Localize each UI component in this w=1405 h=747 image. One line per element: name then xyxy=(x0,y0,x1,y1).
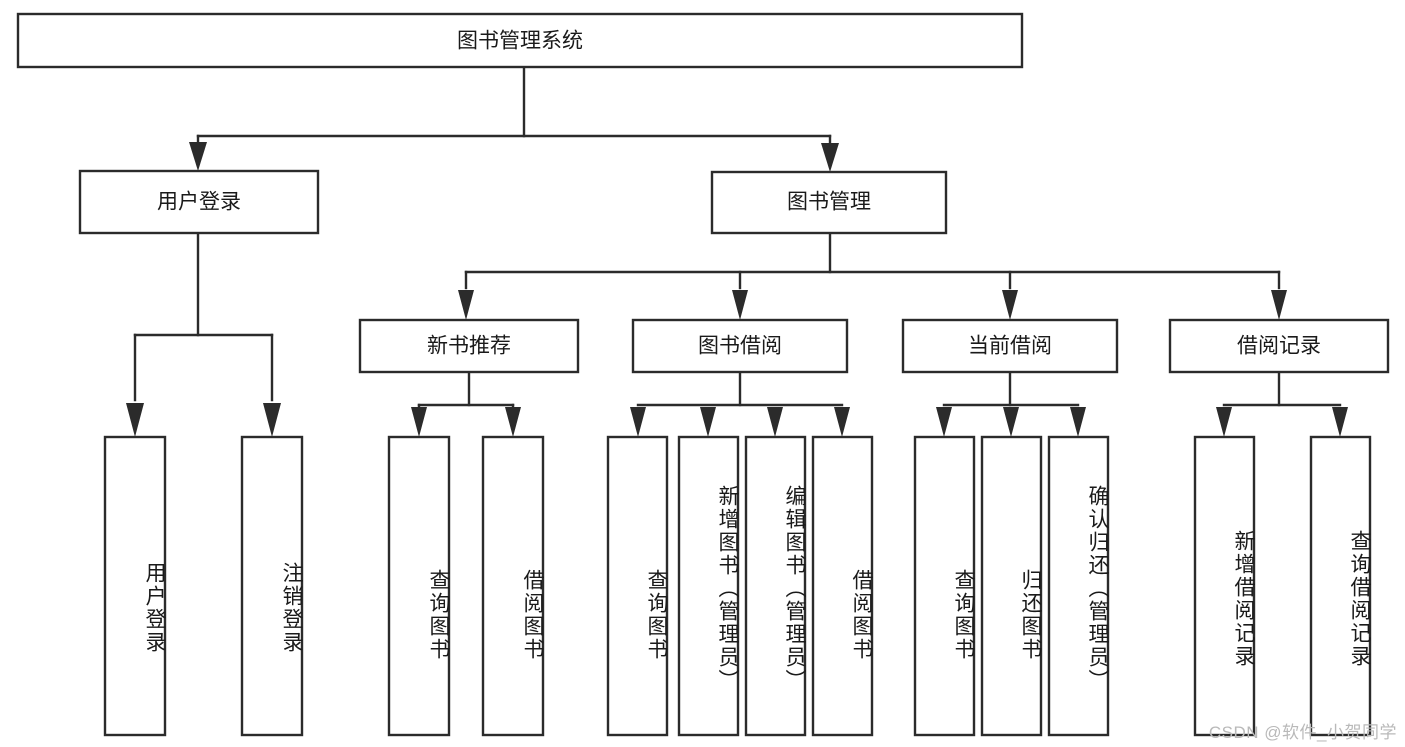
arrowhead-user-logout xyxy=(263,403,281,437)
node-new-book-recommend[interactable]: 新书推荐 xyxy=(358,318,580,374)
arrowhead-new-book-recommend xyxy=(458,290,474,320)
arrowhead-query-book-1 xyxy=(411,407,427,437)
arrowhead-current-borrow xyxy=(1002,290,1018,320)
node-book-borrow[interactable]: 图书借阅 xyxy=(631,318,849,374)
node-box-query-borrow-record[interactable] xyxy=(1309,435,1372,737)
node-box-edit-book[interactable] xyxy=(744,435,807,737)
node-box-add-borrow-record[interactable] xyxy=(1193,435,1256,737)
arrowhead-add-book xyxy=(700,407,716,437)
arrowhead-borrow-record xyxy=(1271,290,1287,320)
arrowhead-query-book-2 xyxy=(630,407,646,437)
node-box-borrow-book-2[interactable] xyxy=(811,435,874,737)
arrowhead-add-borrow-record xyxy=(1216,407,1232,437)
arrowhead-book-borrow xyxy=(732,290,748,320)
arrowhead-borrow-book-1 xyxy=(505,407,521,437)
node-borrow-record[interactable]: 借阅记录 xyxy=(1168,318,1390,374)
node-box-current-borrow[interactable] xyxy=(901,318,1119,374)
arrowhead-user-login xyxy=(189,142,207,171)
node-label-borrow-record: 借阅记录 xyxy=(1237,335,1321,358)
node-box-confirm-return[interactable] xyxy=(1047,435,1110,737)
connector-group-new-book-children xyxy=(411,370,521,437)
node-user-login[interactable]: 用户登录 xyxy=(78,169,320,235)
node-book-manage[interactable]: 图书管理 xyxy=(710,170,948,235)
watermark-text: CSDN @软件_小贺同学 xyxy=(1208,723,1397,742)
arrowhead-book-manage xyxy=(821,143,839,172)
connector-group-current-borrow-children xyxy=(936,370,1086,437)
node-root[interactable]: 图书管理系统 xyxy=(16,12,1024,69)
node-box-book-manage[interactable] xyxy=(710,170,948,235)
node-box-book-borrow[interactable] xyxy=(631,318,849,374)
connector-group-borrow-record-children xyxy=(1216,370,1348,437)
node-box-new-book-recommend[interactable] xyxy=(358,318,580,374)
node-label-book-borrow: 图书借阅 xyxy=(698,335,782,358)
node-current-borrow[interactable]: 当前借阅 xyxy=(901,318,1119,374)
node-box-root[interactable] xyxy=(16,12,1024,69)
node-box-add-book[interactable] xyxy=(677,435,740,737)
arrowhead-borrow-book-2 xyxy=(834,407,850,437)
node-label-new-book-recommend: 新书推荐 xyxy=(427,335,511,358)
arrowhead-return-book xyxy=(1003,407,1019,437)
node-label-current-borrow: 当前借阅 xyxy=(968,335,1052,358)
node-box-user-login[interactable] xyxy=(78,169,320,235)
connector-group-book-borrow-children xyxy=(630,370,850,437)
node-box-borrow-record[interactable] xyxy=(1168,318,1390,374)
arrowhead-confirm-return xyxy=(1070,407,1086,437)
node-box-query-book-2[interactable] xyxy=(606,435,669,737)
node-label-user-login: 用户登录 xyxy=(157,191,241,214)
node-box-borrow-book-1[interactable] xyxy=(481,435,545,737)
connector-group-user-login-children xyxy=(126,231,281,437)
connector-group-book-manage-children xyxy=(458,231,1287,320)
arrowhead-query-borrow-record xyxy=(1332,407,1348,437)
node-box-user-logout[interactable] xyxy=(240,435,304,737)
node-box-user-login-do[interactable] xyxy=(103,435,167,737)
node-box-query-book-1[interactable] xyxy=(387,435,451,737)
connector-group-root-to-level2 xyxy=(189,65,839,172)
node-box-return-book[interactable] xyxy=(980,435,1043,737)
arrowhead-query-book-3 xyxy=(936,407,952,437)
arrowhead-user-login-do xyxy=(126,403,144,437)
node-label-root: 图书管理系统 xyxy=(457,30,583,53)
arrowhead-edit-book xyxy=(767,407,783,437)
node-label-book-manage: 图书管理 xyxy=(787,191,871,214)
node-box-query-book-3[interactable] xyxy=(913,435,976,737)
